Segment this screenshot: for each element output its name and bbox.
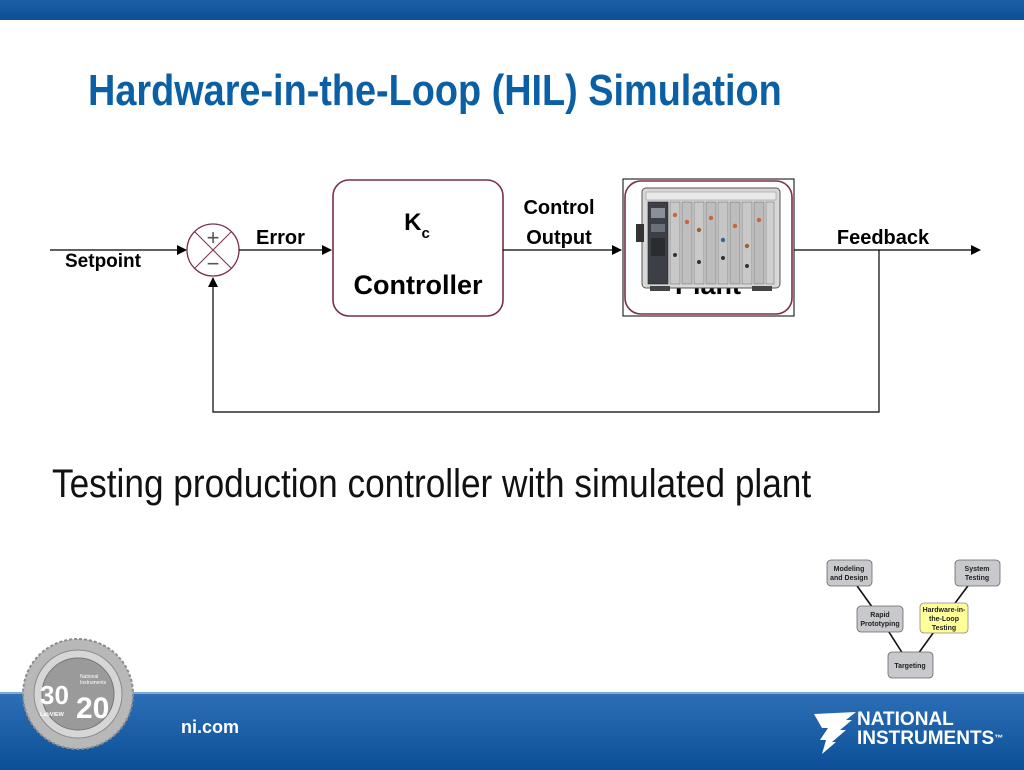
svg-text:the-Loop: the-Loop bbox=[929, 616, 959, 623]
system-testing-node: System Testing bbox=[954, 559, 1001, 587]
pxi-chassis-image bbox=[636, 187, 781, 291]
control-output-label-1: Control bbox=[523, 197, 594, 219]
error-label: Error bbox=[256, 227, 305, 249]
control-output-label-2: Output bbox=[526, 227, 592, 249]
control-loop-diagram: Setpoint + − Error Kc Controller Control… bbox=[50, 178, 981, 413]
svg-text:Testing: Testing bbox=[932, 625, 956, 632]
ni-eagle-logo-icon bbox=[814, 712, 856, 754]
hil-testing-node: Hardware-in- the-Loop Testing bbox=[919, 602, 969, 634]
top-bar bbox=[0, 0, 1024, 20]
targeting-node: Targeting bbox=[887, 651, 934, 679]
badge-labview-text: LabVIEW bbox=[40, 712, 65, 718]
development-v-diagram: Modeling and Design System Testing Rapid… bbox=[826, 559, 1001, 679]
modeling-design-node: Modeling and Design bbox=[826, 559, 873, 587]
badge-number-30: 30 bbox=[40, 680, 69, 710]
svg-text:Prototyping: Prototyping bbox=[860, 621, 899, 628]
svg-text:Modeling: Modeling bbox=[834, 566, 865, 573]
controller-label: Controller bbox=[353, 270, 482, 300]
badge-number-20: 20 bbox=[76, 692, 109, 725]
ni-logo-line-2: INSTRUMENTS™ bbox=[857, 728, 1004, 749]
plant-block: Plant bbox=[622, 178, 795, 317]
rapid-prototyping-node: Rapid Prototyping bbox=[856, 605, 904, 633]
sum-minus-sign: − bbox=[207, 251, 220, 276]
setpoint-label: Setpoint bbox=[65, 251, 142, 272]
svg-text:Targeting: Targeting bbox=[894, 663, 925, 670]
svg-text:Rapid: Rapid bbox=[870, 612, 889, 619]
ni-logo-line-1: NATIONAL bbox=[857, 709, 954, 730]
ni-logo-text: NATIONAL INSTRUMENTS™ bbox=[857, 710, 1003, 748]
footer-bar bbox=[0, 692, 1024, 770]
feedback-label: Feedback bbox=[837, 227, 930, 249]
svg-text:and Design: and Design bbox=[830, 575, 868, 582]
svg-text:Testing: Testing bbox=[965, 575, 989, 582]
sum-plus-sign: + bbox=[207, 225, 220, 250]
slide-subtitle: Testing production controller with simul… bbox=[52, 462, 812, 506]
slide-title: Hardware-in-the-Loop (HIL) Simulation bbox=[88, 66, 782, 115]
summing-junction: + − bbox=[186, 223, 240, 277]
controller-block: Kc Controller bbox=[332, 179, 504, 317]
badge-ni-text-1: National bbox=[80, 674, 98, 680]
controller-symbol: Kc bbox=[404, 209, 430, 242]
footer-url[interactable]: ni.com bbox=[181, 717, 240, 737]
svg-text:System: System bbox=[965, 566, 990, 573]
svg-text:Hardware-in-: Hardware-in- bbox=[923, 607, 966, 614]
badge-ni-text-2: Instruments bbox=[80, 680, 107, 686]
anniversary-badge: 30 20 National Instruments LabVIEW bbox=[22, 638, 134, 750]
feedback-path bbox=[208, 250, 880, 413]
